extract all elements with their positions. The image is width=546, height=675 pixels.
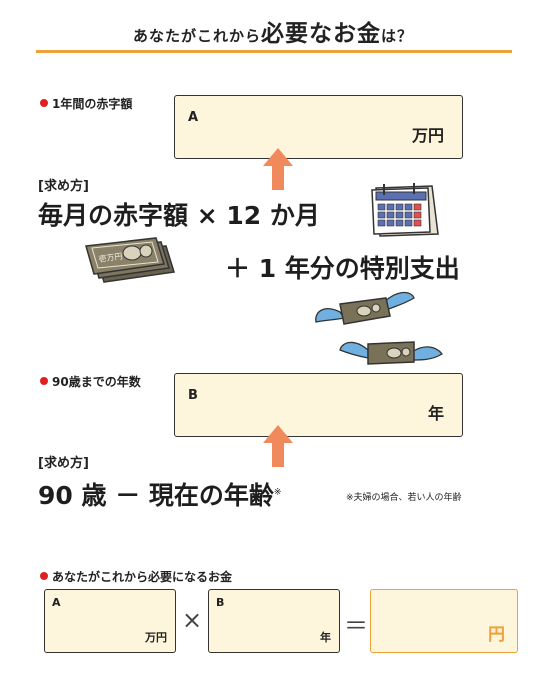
- banknote-stack-icon: 壱万円: [85, 237, 175, 283]
- box-b-letter: B: [188, 388, 198, 403]
- calendar-icon: [371, 183, 439, 237]
- section1-label: 1年間の赤字額: [40, 95, 132, 112]
- section2-label: 90歳までの年数: [40, 373, 141, 390]
- page-title: あなたがこれから必要なお金は？: [0, 14, 546, 48]
- result-unit: 円: [488, 625, 505, 645]
- section3-label: あなたがこれから必要になるお金: [40, 568, 232, 585]
- bullet-dot: [40, 377, 48, 385]
- box-a-input[interactable]: A 万円: [174, 95, 463, 159]
- section1-method-label: [求め方]: [38, 179, 89, 194]
- box-a-letter: A: [188, 110, 199, 125]
- box-b-unit: 年: [427, 404, 444, 423]
- result-total-box[interactable]: 円: [370, 589, 518, 653]
- bullet-dot: [40, 572, 48, 580]
- equals-sign: ＝: [344, 612, 368, 640]
- arrow-up-icon: [263, 148, 293, 190]
- flying-money-icon-2: [339, 341, 443, 365]
- title-part-2: 必要なお金: [261, 21, 381, 47]
- footnote: ※夫婦の場合、若い人の年齢: [346, 493, 462, 503]
- section2-formula: 90 歳 － 現在の年齢※: [38, 481, 282, 510]
- banknote-text: 壱万円: [98, 251, 123, 264]
- title-part-3: は？: [381, 27, 414, 45]
- multiply-sign: ×: [182, 606, 203, 634]
- result-box-a[interactable]: A 万円: [44, 589, 176, 653]
- result-box-b[interactable]: B 年: [208, 589, 340, 653]
- bullet-dot: [40, 99, 48, 107]
- footnote-mark: ※: [273, 487, 282, 498]
- flying-money-icon: [315, 291, 415, 325]
- section1-formula-line2: ＋ 1 年分の特別支出: [225, 254, 460, 283]
- arrow-up-icon-2: [263, 425, 293, 467]
- box-b-input[interactable]: B 年: [174, 373, 463, 437]
- section1-formula-line1: 毎月の赤字額 × 12 か月: [38, 201, 320, 230]
- title-underline: [36, 50, 512, 53]
- section2-method-label: [求め方]: [38, 456, 89, 471]
- title-part-1: あなたがこれから: [132, 27, 261, 45]
- box-a-unit: 万円: [411, 126, 444, 145]
